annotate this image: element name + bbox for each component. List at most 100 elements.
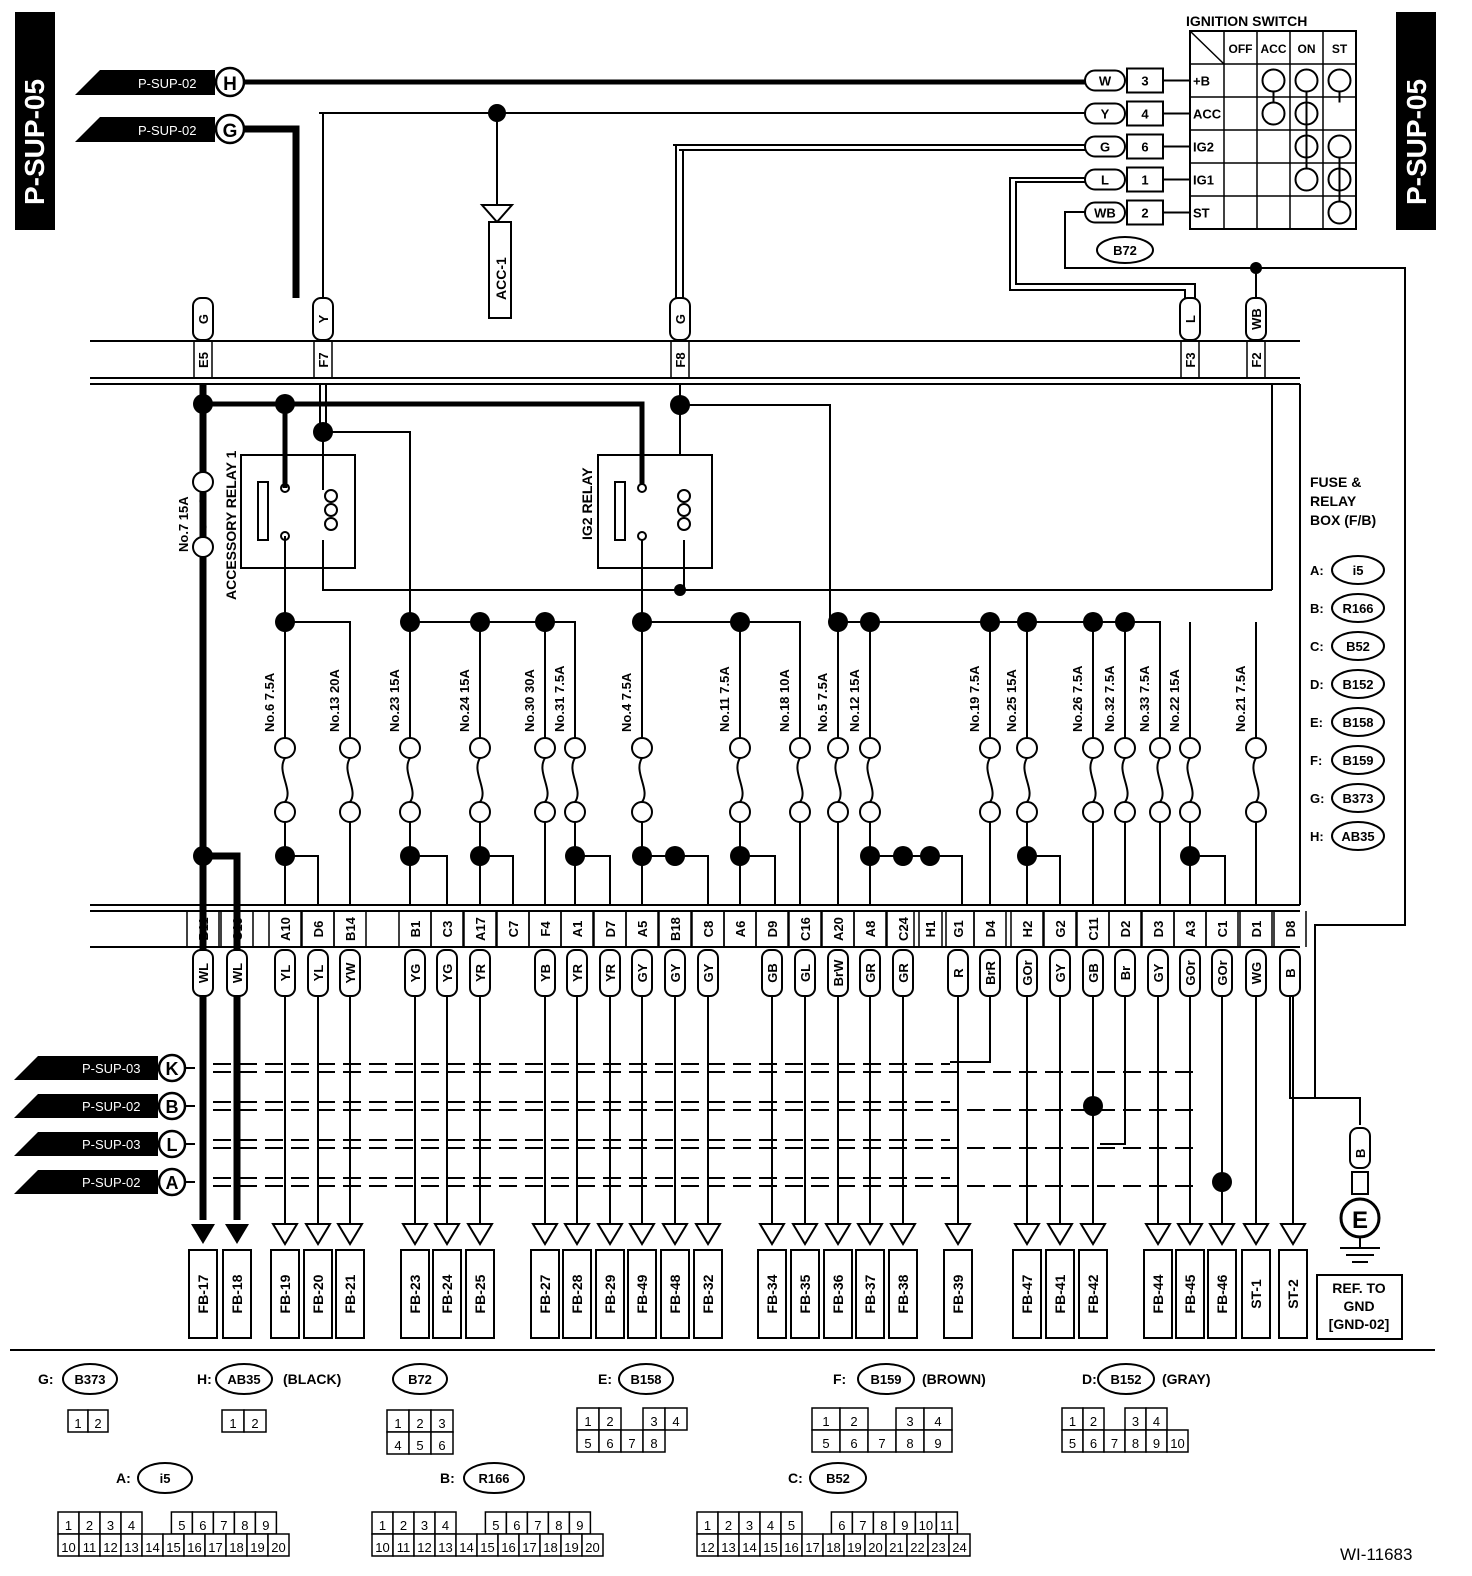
output-box [222, 1249, 252, 1339]
legend-a-pin-14: 14 [145, 1540, 159, 1555]
pin-A3: A3 [1183, 921, 1198, 938]
switch-wire-tag [1084, 69, 1126, 92]
output-box [823, 1249, 853, 1339]
pin-wire-color: R [951, 968, 966, 978]
legend-b-pin-8: 8 [555, 1518, 562, 1533]
fb-connector-oval [1331, 745, 1385, 775]
legend-b72-pin-2: 2 [416, 1416, 423, 1431]
output-arrow [1279, 1223, 1307, 1246]
acc-output-label: ACC-1 [493, 257, 509, 300]
fuse-branch [1027, 855, 1061, 905]
fuse-element [866, 757, 874, 803]
fuse-junction [860, 846, 880, 866]
fuse-element [1252, 757, 1260, 803]
switch-pin-box [1126, 100, 1164, 127]
legend-b-pin-10: 10 [375, 1540, 389, 1555]
ref-l-route [1100, 996, 1126, 1145]
fuse-terminal [1016, 801, 1038, 823]
switch-position-on: ON [1298, 42, 1316, 56]
input-H-letter: H [223, 74, 237, 95]
fuse-terminal [1179, 801, 1201, 823]
switch-pin-3: 3 [1141, 74, 1148, 89]
fb-connector-oval [1331, 821, 1385, 851]
fuse-terminal [1149, 737, 1171, 759]
side-ref-arrow [14, 1056, 158, 1080]
fuse-terminal [1114, 801, 1136, 823]
output-arrow [944, 1223, 972, 1246]
output-arrow [271, 1223, 299, 1246]
fb-connector-ab35: AB35 [1341, 829, 1374, 844]
input-G-letter: G [223, 121, 238, 142]
top-wire-color: WB [1249, 308, 1264, 330]
legend-e-cell [642, 1429, 666, 1453]
output-fb-24: FB-24 [439, 1274, 455, 1313]
pin-wire-color: GY [668, 963, 683, 982]
output-box [188, 1249, 218, 1339]
ground: B E REF. TO GND [GND-02] [1316, 1127, 1403, 1340]
fuse-terminal [1082, 801, 1104, 823]
fuse-element [796, 757, 804, 803]
output-arrow [1013, 1223, 1041, 1246]
legend-a-pin-3: 3 [107, 1518, 114, 1533]
fuse-element [1023, 757, 1031, 803]
legend-f-pin-2: 2 [850, 1414, 857, 1429]
pin-wire-color: GOr [1183, 960, 1198, 985]
fuse-terminal [789, 801, 811, 823]
pin-wire-tag [192, 949, 214, 997]
switch-contact [1327, 68, 1352, 93]
output-arrow [225, 1224, 249, 1244]
pin-H1: H1 [923, 921, 938, 938]
pin-C11: C11 [1086, 917, 1101, 940]
output-box [432, 1249, 462, 1339]
output-arrow [856, 1223, 884, 1246]
pin-G1: G1 [951, 920, 966, 937]
side-ref-label: P-SUP-03 [82, 1061, 141, 1076]
legend-d-pin-3: 3 [1132, 1414, 1139, 1429]
fuse-branch [285, 855, 319, 905]
output-box [530, 1249, 560, 1339]
fuse-label: No.19 7.5A [967, 665, 982, 732]
legend-a-name: i5 [160, 1471, 171, 1486]
legend-d-pin-4: 4 [1153, 1414, 1160, 1429]
pin-wire-color: GB [1086, 963, 1101, 983]
pin-wire-color: YG [408, 964, 423, 983]
pin-A5: A5 [635, 921, 650, 938]
output-box [693, 1249, 723, 1339]
side-ref-letter-l: L [167, 1135, 178, 1155]
fb-connector-b52: B52 [1346, 639, 1370, 654]
top-wire-color: L [1183, 315, 1198, 323]
output-fb-49: FB-49 [634, 1274, 650, 1313]
legend-c-pin-12: 12 [700, 1540, 714, 1555]
pin-D9: D9 [765, 921, 780, 938]
legend-h-note: (BLACK) [283, 1371, 341, 1387]
legend-e-cell [664, 1407, 688, 1431]
fb-key-e: E: [1310, 715, 1323, 730]
switch-contact [1294, 167, 1319, 192]
legend-b-pin-18: 18 [543, 1540, 557, 1555]
legend-b-pin-11: 11 [397, 1540, 411, 1555]
fuse-junction [400, 846, 420, 866]
fuse-label: No.25 15A [1004, 669, 1019, 732]
legend-c-pin-6: 6 [838, 1518, 845, 1533]
output-arrow [1046, 1223, 1074, 1246]
fuse-box-title-1: FUSE & [1310, 474, 1361, 490]
fuse-junction [275, 846, 295, 866]
legend-a-pin-11: 11 [83, 1540, 97, 1555]
top-wire-tag [1179, 297, 1201, 341]
output-arrow [401, 1223, 429, 1246]
fuse-terminal [469, 737, 491, 759]
legend-b-pin-7: 7 [534, 1518, 541, 1533]
output-box [1078, 1249, 1108, 1339]
legend-f-cell [923, 1429, 953, 1453]
fuse-junction [470, 846, 490, 866]
output-arrow [1242, 1223, 1270, 1246]
output-fb-27: FB-27 [537, 1274, 553, 1313]
output-arrow [791, 1223, 819, 1246]
pin-wire-color: WL [230, 963, 245, 983]
legend-c-pin-16: 16 [784, 1540, 798, 1555]
legend-d-pin-5: 5 [1069, 1436, 1076, 1451]
legend-e-pin-2: 2 [606, 1414, 613, 1429]
legend-a-pin-20: 20 [271, 1540, 285, 1555]
legend-g-name: B373 [74, 1372, 105, 1387]
legend-f-pin-5: 5 [822, 1436, 829, 1451]
